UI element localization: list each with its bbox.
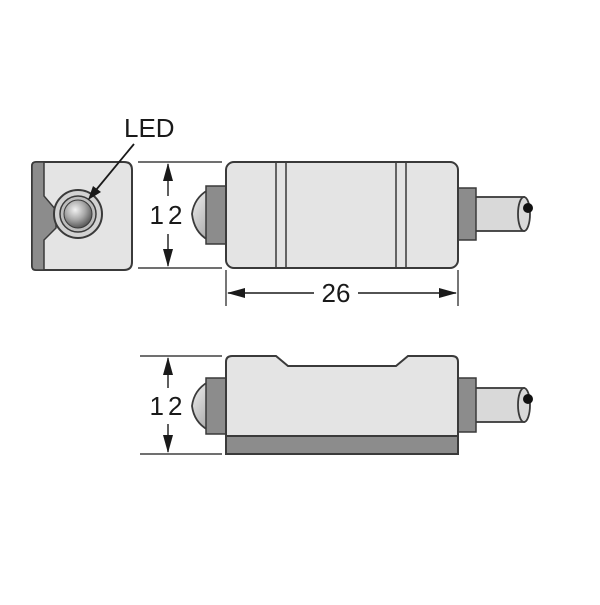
height-bottom-label: 12 (150, 391, 187, 421)
top-view-led-collar (205, 185, 227, 245)
bottom-view-body (225, 355, 459, 437)
bottom-view-led-collar (205, 377, 227, 435)
front-view (31, 161, 133, 271)
length-arrow-left (227, 288, 245, 298)
height-dimension-top: 12 (138, 161, 222, 269)
height-dimension-bottom: 12 (140, 355, 222, 455)
led-callout: LED (88, 113, 175, 200)
bottom-view-base-plate (225, 435, 459, 455)
height-top-arrow-down (163, 249, 173, 267)
led-lens (63, 199, 93, 229)
led-leader-arrowhead (88, 186, 101, 200)
length-label: 26 (322, 278, 351, 308)
top-view-cable-core (523, 203, 533, 213)
length-arrow-right (439, 288, 457, 298)
length-dimension: 26 (225, 270, 459, 308)
height-top-label: 12 (150, 200, 187, 230)
top-view (191, 161, 533, 269)
led-label: LED (124, 113, 175, 143)
bottom-view-cable (473, 387, 525, 423)
height-bottom-arrow-down (163, 435, 173, 453)
bottom-view-cable-core (523, 394, 533, 404)
led-leader-line (95, 143, 135, 191)
front-view-dark-slot (31, 161, 57, 271)
top-view-body (225, 161, 459, 269)
bottom-view (191, 355, 533, 455)
bottom-view-cable-end (517, 387, 531, 423)
top-view-cable (473, 196, 525, 232)
height-bottom-arrow-up (163, 357, 173, 375)
top-view-cable-end (517, 196, 531, 232)
height-top-arrow-up (163, 163, 173, 181)
